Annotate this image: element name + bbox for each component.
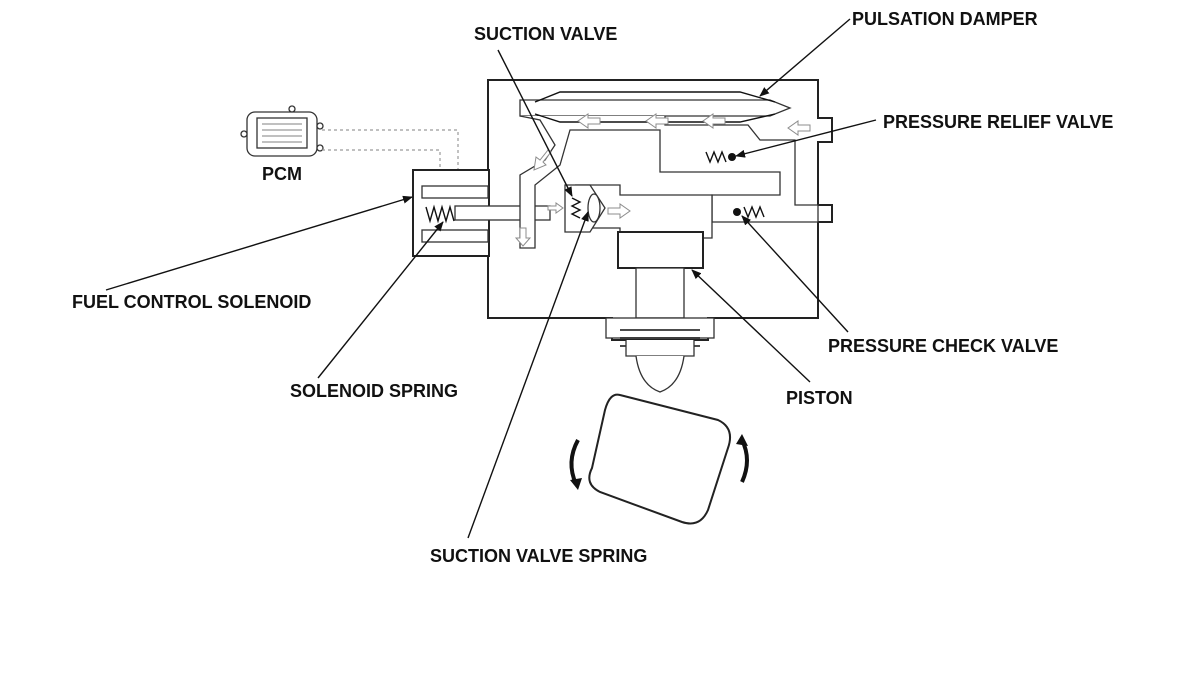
label-suction-valve-spring: SUCTION VALVE SPRING xyxy=(430,546,647,566)
rotation-arrows xyxy=(569,434,749,490)
relief-valve xyxy=(705,150,736,164)
label-pcm: PCM xyxy=(262,164,302,184)
label-fuel-control-solenoid: FUEL CONTROL SOLENOID xyxy=(72,292,311,312)
solenoid-spring xyxy=(425,204,455,224)
flow-arrows xyxy=(514,113,811,247)
label-pulsation-damper: PULSATION DAMPER xyxy=(852,9,1038,29)
label-pressure-check-valve: PRESSURE CHECK VALVE xyxy=(828,336,1058,356)
pcm-module xyxy=(240,105,324,157)
label-suction-valve: SUCTION VALVE xyxy=(474,24,617,44)
pcm-wiring xyxy=(322,129,459,188)
label-pressure-relief-valve: PRESSURE RELIEF VALVE xyxy=(883,112,1113,132)
label-solenoid-spring: SOLENOID SPRING xyxy=(290,381,458,401)
piston xyxy=(605,231,715,393)
suction-valve xyxy=(564,184,606,233)
label-piston: PISTON xyxy=(786,388,853,408)
fuel-passages xyxy=(519,91,819,249)
solenoid-body xyxy=(412,169,551,257)
leader-lines xyxy=(105,18,877,539)
cam-lobe xyxy=(588,393,731,525)
